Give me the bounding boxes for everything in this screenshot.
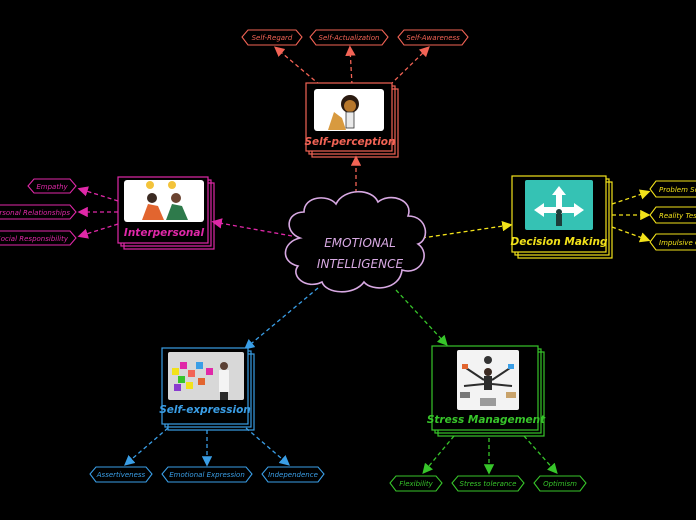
self-actualization-label: Self-Actualization xyxy=(319,34,380,42)
topic-emotional-expression[interactable]: Emotional Expression xyxy=(161,466,253,483)
topic-social-responsibility[interactable]: Social Responsibility xyxy=(0,230,77,246)
reality-testing-label: Reality Testing xyxy=(659,212,696,220)
topic-flexibility[interactable]: Flexibility xyxy=(389,475,443,492)
topic-independence[interactable]: Independence xyxy=(261,466,325,483)
flexibility-label: Flexibility xyxy=(399,480,433,488)
topic-assertiveness[interactable]: Assertiveness xyxy=(89,466,153,483)
independence-label: Independence xyxy=(268,471,318,479)
assertiveness-label: Assertiveness xyxy=(96,471,146,479)
two-people-talking-illustration xyxy=(124,180,204,222)
connector-self-regard xyxy=(274,46,321,86)
self-awareness-label: Self-Awareness xyxy=(406,34,460,42)
connector-assertiveness xyxy=(124,427,169,466)
decision-making-title: Decision Making xyxy=(511,236,608,248)
connector-center-decision-making xyxy=(421,220,513,239)
topic-problem-solving[interactable]: Problem Solving xyxy=(649,180,696,198)
branch-self-perception[interactable]: Self-perception xyxy=(304,82,399,158)
self-expression-title: Self-expression xyxy=(159,404,251,416)
optimism-label: Optimism xyxy=(543,480,577,488)
topic-stress-tolerance[interactable]: Stress tolerance xyxy=(451,475,525,492)
stress-tolerance-label: Stress tolerance xyxy=(460,480,517,488)
connector-impulsive-control xyxy=(611,226,651,243)
topic-self-regard[interactable]: Self-Regard xyxy=(241,29,303,46)
branch-stress-management[interactable]: Stress Management xyxy=(427,345,546,437)
multitasking-person-illustration xyxy=(457,350,519,410)
topic-reality-testing[interactable]: Reality Testing xyxy=(649,206,696,224)
self-regard-label: Self-Regard xyxy=(252,34,293,42)
topic-empathy[interactable]: Empathy xyxy=(27,178,77,194)
problem-solving-label: Problem Solving xyxy=(659,186,696,194)
topic-self-actualization[interactable]: Self-Actualization xyxy=(309,29,389,46)
connector-flexibility xyxy=(422,435,455,474)
connector-independence xyxy=(245,427,290,466)
connector-social-responsibility xyxy=(77,223,119,239)
connector-center-stress-management xyxy=(395,289,448,346)
connector-center-self-expression xyxy=(244,287,319,350)
interpersonal-title: Interpersonal xyxy=(124,227,205,239)
central-topic-line1: EMOTIONAL xyxy=(324,236,396,250)
lion-mirror-illustration xyxy=(314,89,384,131)
connector-self-actualization xyxy=(345,45,356,86)
connector-problem-solving xyxy=(611,189,651,205)
crossroads-arrows-illustration xyxy=(525,180,593,230)
topic-impulsive-control[interactable]: Impulsive Control xyxy=(649,233,696,251)
central-topic-line2: INTELLIGENCE xyxy=(317,257,404,271)
sticky-notes-wall-photo xyxy=(168,352,244,400)
branch-interpersonal[interactable]: Interpersonal xyxy=(117,176,215,250)
topic-self-awareness[interactable]: Self-Awareness xyxy=(397,29,469,46)
connector-self-awareness xyxy=(389,46,430,86)
empathy-label: Empathy xyxy=(36,183,68,191)
connector-optimism xyxy=(523,435,558,474)
self-perception-title: Self-perception xyxy=(304,136,395,148)
topic-optimism[interactable]: Optimism xyxy=(533,475,587,492)
connector-center-interpersonal xyxy=(211,218,293,237)
topic-interpersonal-relationships[interactable]: Interpersonal Relationships xyxy=(0,204,77,220)
cloud-shape xyxy=(284,190,427,293)
branch-decision-making[interactable]: Decision Making xyxy=(511,175,613,259)
stress-management-title: Stress Management xyxy=(427,414,546,426)
connectors xyxy=(77,45,651,475)
central-topic[interactable]: EMOTIONAL INTELLIGENCE xyxy=(284,190,427,293)
emotional-expression-label: Emotional Expression xyxy=(169,471,245,479)
impulsive-control-label: Impulsive Control xyxy=(659,239,696,247)
connector-empathy xyxy=(77,186,119,202)
branch-self-expression[interactable]: Self-expression xyxy=(159,347,255,431)
social-responsibility-label: Social Responsibility xyxy=(0,235,69,243)
interpersonal-relationships-label: Interpersonal Relationships xyxy=(0,209,70,217)
